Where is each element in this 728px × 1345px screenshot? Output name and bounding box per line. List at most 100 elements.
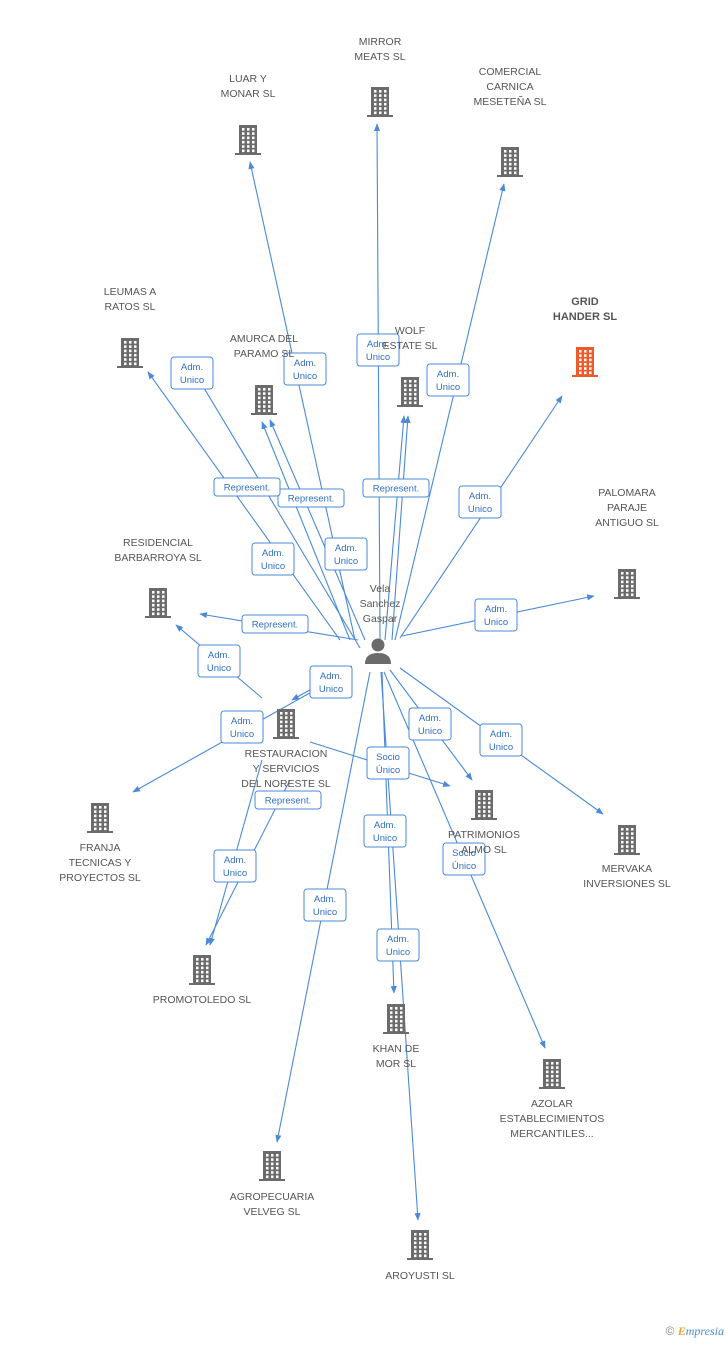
edge-label-leumas[interactable]: Adm.Unico [170, 356, 214, 390]
company-name-line: KHAN DE [373, 1043, 420, 1055]
edge-label-text: Adm. [485, 604, 507, 615]
building-window [395, 1028, 398, 1032]
edge-label-luar[interactable]: Adm.Unico [283, 352, 327, 386]
edge-label-amurca[interactable]: Adm.Unico [251, 542, 295, 576]
edge-label-wolf[interactable]: Adm.Unico [324, 537, 368, 571]
building-window [201, 970, 204, 974]
edge-label-mervaka[interactable]: Adm.Unico [479, 723, 523, 757]
building-window [483, 805, 486, 809]
edge-label-residencial[interactable]: Adm.Unico [197, 644, 241, 678]
building-window [514, 150, 517, 153]
building-window [414, 1233, 417, 1236]
building-window [409, 380, 412, 383]
building-window [266, 1166, 269, 1170]
building-window [390, 1011, 393, 1014]
building-window [252, 140, 255, 144]
building-window [478, 814, 481, 818]
building-window [395, 1019, 398, 1023]
building-window [579, 362, 582, 366]
building-window [409, 388, 412, 392]
edge-label-box [213, 477, 281, 497]
edge-label-promotoledo[interactable]: Adm.Unico [213, 849, 257, 883]
building-window [390, 1007, 393, 1010]
company-node-aroyusti[interactable]: AROYUSTI SL [385, 1230, 455, 1282]
edge-label-khan[interactable]: Adm.Unico [363, 814, 407, 848]
building-window [263, 388, 266, 391]
edge-label-text: Unico [180, 375, 204, 386]
edge-label-amurca[interactable]: Represent. [277, 488, 345, 508]
building-window [384, 90, 387, 93]
building-window [414, 1237, 417, 1240]
building-window [409, 401, 412, 405]
edge-label-comercial[interactable]: Adm.Unico [426, 363, 470, 397]
building-window [390, 1024, 393, 1027]
building-window [384, 107, 387, 110]
building-window [579, 354, 582, 357]
building-window [589, 367, 592, 370]
building-window [551, 1070, 554, 1074]
building-window [414, 401, 417, 405]
company-name-line: WOLF [395, 325, 425, 337]
building-window [478, 801, 481, 805]
building-window [280, 720, 283, 724]
edge-label-text: Adm. [335, 543, 357, 554]
building-window [556, 1083, 559, 1087]
edge-label-restauracion[interactable]: Adm.Unico [309, 665, 353, 699]
building-icon [145, 588, 171, 618]
building-window [419, 1237, 422, 1240]
edge-label-text: Unico [468, 504, 492, 515]
building-window [104, 823, 107, 826]
edge-label-agropecuaria[interactable]: Adm.Unico [303, 888, 347, 922]
building-window [419, 1245, 422, 1249]
edge-label-grid[interactable]: Adm.Unico [458, 485, 502, 519]
building-window [247, 128, 250, 131]
edge-label-aroyusti[interactable]: Adm.Unico [376, 928, 420, 962]
building-window [124, 345, 127, 348]
building-icon [235, 125, 261, 155]
company-node-azolar[interactable]: AZOLARESTABLECIMIENTOSMERCANTILES... [500, 1059, 605, 1140]
edge-label-mirror[interactable]: Adm.Unico [356, 333, 400, 367]
edge-label-wolf[interactable]: Represent. [362, 478, 430, 498]
building-window [488, 797, 491, 800]
building-window [621, 572, 624, 575]
building-window [379, 98, 382, 102]
building-window [268, 409, 271, 413]
building-window [419, 1241, 422, 1245]
building-window [631, 580, 634, 584]
edge-label-promotoledo[interactable]: Represent. [254, 790, 322, 810]
edge-label-patrimonios[interactable]: Adm.Unico [408, 707, 452, 741]
edge-label-box [474, 598, 518, 632]
company-node-promotoledo[interactable]: PROMOTOLEDO SL [153, 955, 252, 1006]
building-icon [189, 955, 215, 985]
building-window [196, 970, 199, 974]
edge-line-wolf [391, 415, 411, 641]
building-window [621, 589, 624, 592]
edge-label-text: Adm. [231, 716, 253, 727]
edge-line-leumas [147, 371, 341, 641]
building-window [252, 128, 255, 131]
edge-label-franja[interactable]: Adm.Unico [220, 710, 264, 744]
building-window [504, 171, 507, 175]
edge-label-leumas[interactable]: Represent. [213, 477, 281, 497]
edge-label-palomara[interactable]: Adm.Unico [474, 598, 518, 632]
edge-label-residencial[interactable]: Represent. [241, 614, 309, 634]
